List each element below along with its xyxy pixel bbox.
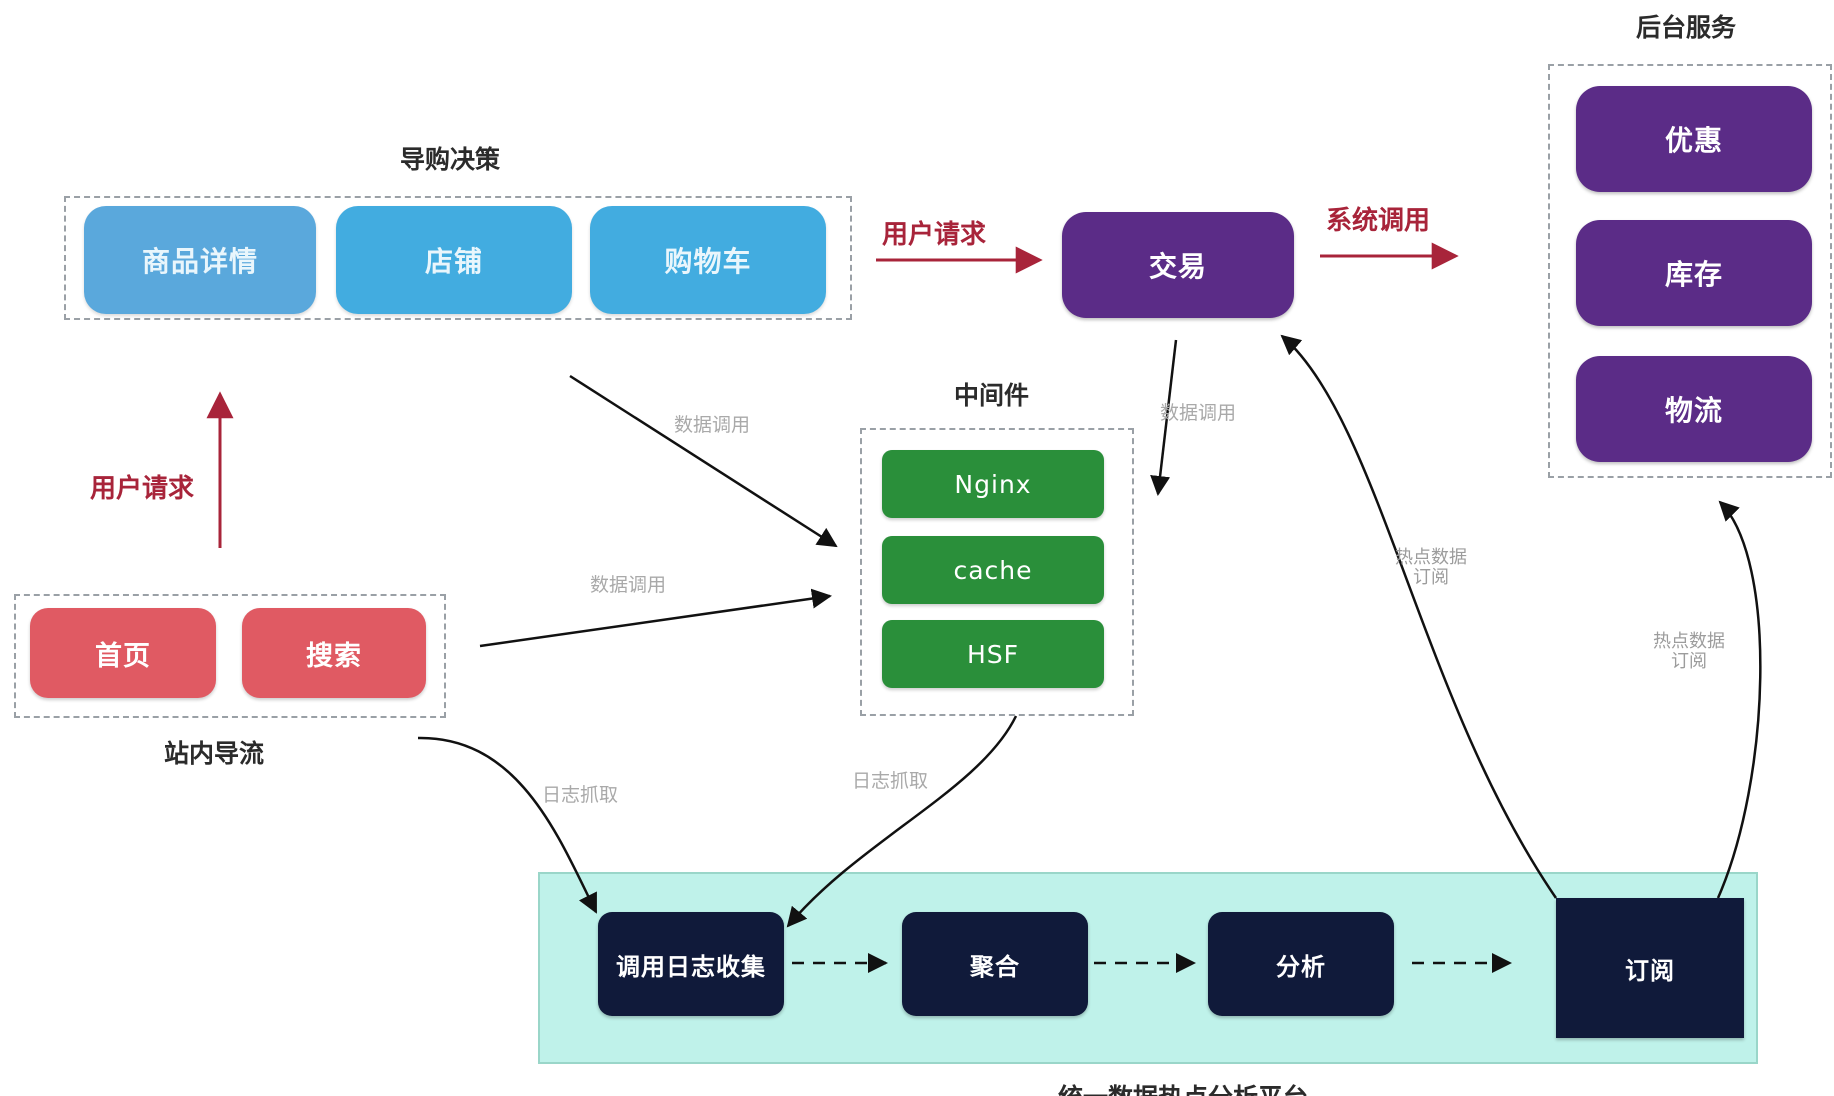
- label-log-fetch-traffic: 日志抓取: [542, 784, 619, 806]
- arrow-traffic-to-middleware: [479, 588, 832, 648]
- label-hot-subscribe-trade: 热点数据 订阅: [1376, 548, 1486, 588]
- arrow-guide-to-middleware: [569, 374, 838, 548]
- log-collect-node[interactable]: 调用日志收集: [598, 912, 784, 1016]
- arrow-trade-to-middleware: [1150, 339, 1178, 496]
- label-hot-subscribe-trade-line1: 热点数据: [1395, 547, 1467, 568]
- label-user-request-top: 用户请求: [882, 220, 987, 250]
- guide-group-title: 导购决策: [400, 145, 501, 174]
- product-detail-node[interactable]: 商品详情: [84, 206, 316, 314]
- traffic-group: [14, 594, 446, 718]
- label-data-call-guide: 数据调用: [674, 414, 751, 436]
- inventory-node[interactable]: 库存: [1576, 220, 1812, 326]
- label-data-call-traffic: 数据调用: [590, 574, 667, 596]
- discount-node[interactable]: 优惠: [1576, 86, 1812, 192]
- arrow-middleware-to-logcollect: [786, 715, 1018, 928]
- logistics-node[interactable]: 物流: [1576, 356, 1812, 462]
- label-hot-subscribe-backend: 热点数据 订阅: [1634, 632, 1744, 672]
- label-log-fetch-middleware: 日志抓取: [852, 770, 929, 792]
- middleware-group-title: 中间件: [954, 381, 1030, 410]
- label-hot-subscribe-backend-line2: 订阅: [1671, 651, 1707, 672]
- trade-node[interactable]: 交易: [1062, 212, 1294, 318]
- shop-node[interactable]: 店铺: [336, 206, 572, 314]
- label-hot-subscribe-backend-line1: 热点数据: [1653, 631, 1725, 652]
- label-user-request-left: 用户请求: [90, 474, 195, 504]
- platform-title: 统一数据热点分析平台: [1058, 1078, 1308, 1096]
- traffic-group-title: 站内导流: [164, 739, 265, 768]
- arrow-traffic-to-logcollect: [417, 736, 598, 914]
- analyze-node[interactable]: 分析: [1208, 912, 1394, 1016]
- cart-node[interactable]: 购物车: [590, 206, 826, 314]
- subscribe-node[interactable]: 订阅: [1556, 898, 1744, 1038]
- nginx-node[interactable]: Nginx: [882, 450, 1104, 518]
- label-hot-subscribe-trade-line2: 订阅: [1413, 567, 1449, 588]
- arrow-subscribe-to-backend: [1716, 500, 1762, 899]
- label-data-call-trade: 数据调用: [1160, 402, 1237, 424]
- home-node[interactable]: 首页: [30, 608, 216, 698]
- cache-node[interactable]: cache: [882, 536, 1104, 604]
- search-node[interactable]: 搜索: [242, 608, 426, 698]
- arrow-subscribe-to-trade: [1280, 334, 1558, 899]
- label-system-call: 系统调用: [1326, 206, 1431, 236]
- middleware-group: [860, 428, 1134, 716]
- backend-group: [1548, 64, 1832, 478]
- backend-group-title: 后台服务: [1636, 13, 1737, 42]
- guide-group: [64, 196, 852, 320]
- aggregate-node[interactable]: 聚合: [902, 912, 1088, 1016]
- hsf-node[interactable]: HSF: [882, 620, 1104, 688]
